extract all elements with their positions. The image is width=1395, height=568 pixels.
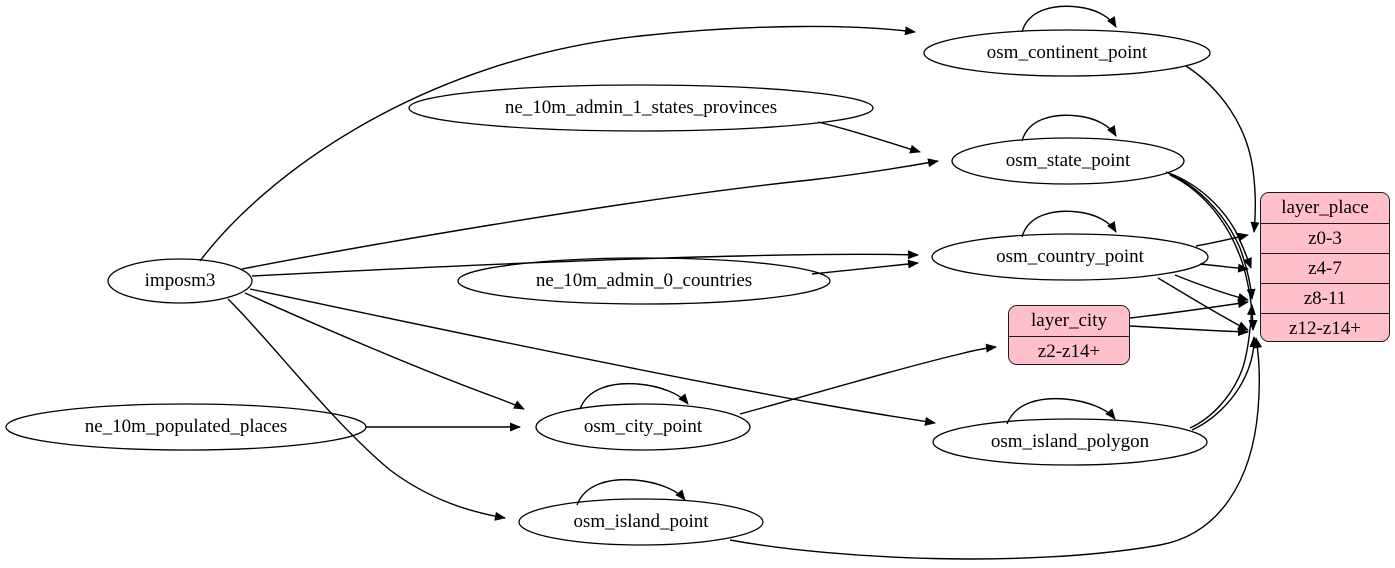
selfloop-osm_country_point bbox=[1021, 210, 1117, 238]
edge-imposm3-osm_city_point bbox=[244, 292, 525, 410]
node-osm_country_point[interactable] bbox=[931, 233, 1209, 281]
edge-imposm3-osm_island_polygon bbox=[249, 288, 936, 426]
edge-imposm3-osm_continent_point bbox=[199, 25, 916, 262]
selfloop-osm_city_point bbox=[579, 382, 689, 410]
edge-ne_states-osm_state_point bbox=[817, 121, 921, 154]
edge-osm_state_point-layer_place-z4_7 bbox=[1165, 171, 1252, 269]
edge-osm_state_point-layer_place-z8_11 bbox=[1167, 172, 1256, 300]
edge-ne_countries-osm_country_point bbox=[811, 259, 919, 275]
edge-layer_city-layer_place-z8_11 bbox=[1129, 299, 1249, 319]
edge-osm_city_point-layer_city-z2_z14 bbox=[739, 343, 997, 415]
selfloop-osm_continent_point bbox=[1021, 5, 1117, 33]
node-ne_10m_populated_places[interactable] bbox=[5, 403, 367, 451]
edge-osm_country_point-layer_place-z4_7 bbox=[1199, 263, 1249, 273]
selfloop-osm_state_point bbox=[1021, 114, 1117, 142]
node-osm_state_point[interactable] bbox=[951, 137, 1185, 185]
record-row-layer_place-header: layer_place bbox=[1261, 193, 1389, 223]
edge-layer_city-layer_place-z12_z14 bbox=[1129, 325, 1249, 337]
selfloop-osm_island_polygon bbox=[1006, 397, 1116, 425]
record-row-layer_place-z12-z14[interactable]: z12-z14+ bbox=[1261, 313, 1389, 341]
record-row-layer_place-z8-11[interactable]: z8-11 bbox=[1261, 283, 1389, 313]
edge-osm_country_point-layer_place-z0_3 bbox=[1195, 232, 1249, 247]
record-row-layer_city-header: layer_city bbox=[1009, 306, 1129, 336]
node-ne_10m_admin_0_countries[interactable] bbox=[457, 257, 831, 305]
node-osm_island_polygon[interactable] bbox=[932, 418, 1208, 466]
edge-osm_island_polygon-layer_place-z12_z14 bbox=[1191, 336, 1259, 431]
node-imposm3[interactable] bbox=[107, 258, 253, 304]
record-row-layer_city-z2-z14[interactable]: z2-z14+ bbox=[1009, 336, 1129, 364]
record-row-layer_place-z4-7[interactable]: z4-7 bbox=[1261, 253, 1389, 283]
record-node-layer_city[interactable]: layer_city z2-z14+ bbox=[1008, 305, 1130, 365]
record-row-layer_place-z0-3[interactable]: z0-3 bbox=[1261, 223, 1389, 253]
edge-osm_island_polygon-layer_place-z8_11 bbox=[1189, 304, 1256, 429]
node-outlines bbox=[5, 29, 1211, 546]
edge-osm_continent_point-layer_place-z0_3 bbox=[1185, 65, 1260, 233]
node-osm_city_point[interactable] bbox=[535, 403, 751, 451]
edge-osm_country_point-layer_place-z12_z14 bbox=[1157, 277, 1249, 331]
node-ne_10m_admin_1_states_provinces[interactable] bbox=[408, 84, 874, 132]
node-osm_island_point[interactable] bbox=[518, 498, 764, 546]
record-node-layer_place[interactable]: layer_place z0-3 z4-7 z8-11 z12-z14+ bbox=[1260, 192, 1390, 342]
node-osm_continent_point[interactable] bbox=[923, 29, 1211, 77]
edge-imposm3-osm_state_point bbox=[241, 158, 939, 270]
selfloop-osm_island_point bbox=[576, 478, 686, 506]
edge-imposm3-osm_island_point bbox=[227, 298, 506, 521]
edge-osm_island_point-layer_place-z12_z14 bbox=[729, 337, 1263, 560]
edge-osm_country_point-layer_place-z8_11 bbox=[1174, 274, 1249, 302]
